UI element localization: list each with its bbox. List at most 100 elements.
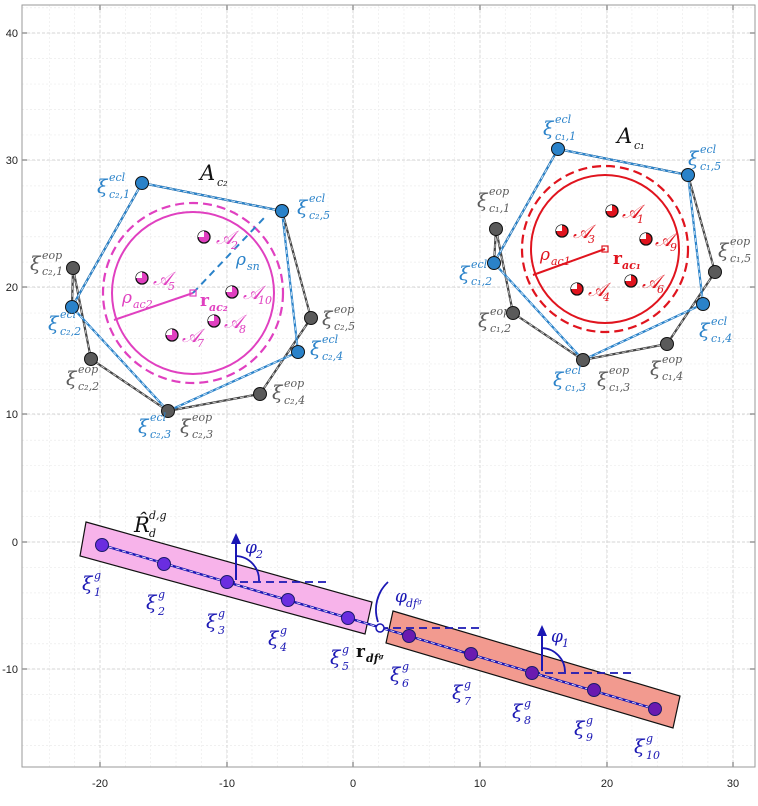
route-waypoint-label: ξ <box>82 573 94 595</box>
svg-text:ρ: ρ <box>121 288 132 308</box>
c1-eop-vertex <box>660 337 674 351</box>
svg-text:eop: eop <box>78 363 98 376</box>
svg-text:ξ: ξ <box>718 240 730 262</box>
route-waypoint <box>648 702 662 716</box>
svg-text:eop: eop <box>609 364 629 377</box>
c1-ecl-label: ξ ecl c₁,5 <box>688 143 721 173</box>
c1-ecl-label: ξ ecl c₁,2 <box>459 258 492 288</box>
svg-text:A: A <box>615 124 632 148</box>
phi1-indicator: φ 1 <box>532 625 636 674</box>
svg-text:ac2: ac2 <box>133 298 153 311</box>
svg-text:ecl: ecl <box>711 315 728 328</box>
axes-frame <box>21 4 756 768</box>
route-waypoint-sup: g <box>646 732 653 745</box>
svg-text:c₂,5: c₂,5 <box>309 209 330 222</box>
x-tick-label: 20 <box>601 778 613 790</box>
svg-text:2: 2 <box>230 239 238 252</box>
svg-text:c₁,4: c₁,4 <box>662 370 683 383</box>
svg-text:ξ: ξ <box>688 148 700 170</box>
svg-text:9: 9 <box>670 241 677 254</box>
route-waypoint-label: ξ <box>512 701 524 723</box>
c1-ecl-vertex <box>487 256 501 270</box>
svg-text:ecl: ecl <box>322 333 339 346</box>
c2-ecl-label: ξ ecl c₂,5 <box>297 192 330 222</box>
c1-eop-label: ξ eop c₁,2 <box>478 305 511 335</box>
c2-rho-line <box>113 292 194 321</box>
c2-agent: 𝒜 10 <box>225 282 272 307</box>
route-waypoint-sup: g <box>464 678 471 691</box>
route-waypoint <box>402 629 416 643</box>
svg-text:ξ: ξ <box>30 253 42 275</box>
svg-text:2: 2 <box>255 548 263 561</box>
c2-eop-label: ξ eop c₂,5 <box>322 303 355 333</box>
svg-text:8: 8 <box>239 323 246 336</box>
phidf-indicator: φ dfᵍ <box>375 581 484 633</box>
svg-text:r: r <box>613 249 623 269</box>
route-waypoint-label: ξ <box>206 611 218 633</box>
c1-eop-label: ξ eop c₁,1 <box>477 185 510 215</box>
svg-text:eop: eop <box>284 377 304 390</box>
svg-text:R̂: R̂ <box>133 513 150 537</box>
svg-text:c₂,5: c₂,5 <box>334 320 355 333</box>
c2-center-label: r ac₂ <box>200 291 228 314</box>
svg-text:ecl: ecl <box>700 143 717 156</box>
c1-ecl-vertex <box>551 142 565 156</box>
c2-eop-label: ξ eop c₂,2 <box>66 363 99 393</box>
svg-text:ξ: ξ <box>297 197 309 219</box>
svg-text:c₂,3: c₂,3 <box>192 428 213 441</box>
route-waypoint <box>157 557 171 571</box>
svg-text:ac₂: ac₂ <box>209 301 228 314</box>
c2-rho-sn-label: ρ sn <box>235 250 260 273</box>
svg-text:c₁,3: c₁,3 <box>609 381 630 394</box>
rdf-label: r dfᵍ <box>356 642 384 665</box>
c2-agent: 𝒜 5 <box>135 268 177 293</box>
route-waypoint-sup: g <box>218 607 225 620</box>
svg-text:eop: eop <box>489 185 509 198</box>
c1-ecl-label: ξ ecl c₁,3 <box>553 364 586 394</box>
c2-ecl-vertex <box>275 204 289 218</box>
svg-text:c₁,1: c₁,1 <box>555 130 576 143</box>
route-waypoint-label: ξ <box>634 736 646 758</box>
c1-agent: 𝒜 6 <box>624 271 666 296</box>
y-tick-label: 20 <box>6 282 18 294</box>
svg-text:ξ: ξ <box>97 176 109 198</box>
c1-eop-vertex <box>506 306 520 320</box>
svg-text:r: r <box>356 642 366 662</box>
svg-text:eop: eop <box>192 411 212 424</box>
cluster-c2: 𝒜 2 𝒜 5 𝒜 10 𝒜 8 𝒜 7 A <box>30 161 355 441</box>
svg-text:A: A <box>198 161 215 185</box>
c1-eop-label: ξ eop c₁,4 <box>650 353 683 383</box>
svg-text:c₂,1: c₂,1 <box>109 188 130 201</box>
svg-text:ξ: ξ <box>650 358 662 380</box>
route-waypoint-index: 2 <box>157 605 165 618</box>
c2-eop-label: ξ eop c₂,4 <box>272 377 305 407</box>
svg-text:φ: φ <box>551 627 563 647</box>
route: φ 2 φ 1 φ dfᵍ r dfᵍ R̂ d,g d ξ <box>79 509 681 762</box>
svg-text:ac1: ac1 <box>551 255 571 268</box>
grid <box>22 5 755 767</box>
route-waypoint-index: 10 <box>646 749 660 762</box>
svg-text:c₂,3: c₂,3 <box>150 428 171 441</box>
svg-text:dfᵍ: dfᵍ <box>366 652 384 665</box>
x-tick-label: 30 <box>727 778 739 790</box>
c1-ecl-label: ξ ecl c₁,4 <box>699 315 732 345</box>
svg-text:c₂,2: c₂,2 <box>60 325 81 338</box>
svg-text:d: d <box>149 527 156 540</box>
svg-text:ξ: ξ <box>48 313 60 335</box>
c2-eop-vertex <box>84 352 98 366</box>
c1-eop-label: ξ eop c₁,5 <box>718 235 751 265</box>
route-waypoint-sup: g <box>158 588 165 601</box>
phi2-indicator: φ 2 <box>227 533 330 583</box>
svg-text:ξ: ξ <box>478 310 490 332</box>
svg-text:5: 5 <box>168 280 175 293</box>
route-waypoint-label: ξ <box>330 647 342 669</box>
svg-text:eop: eop <box>730 235 750 248</box>
c2-rho-label: ρ ac2 <box>121 288 153 311</box>
c1-rho-line <box>532 248 606 276</box>
c1-agent: 𝒜 3 <box>555 221 597 246</box>
route-waypoint <box>341 611 355 625</box>
c2-ecl-label: ξ ecl c₂,4 <box>310 333 343 363</box>
route-title: R̂ d,g d <box>133 509 167 540</box>
c2-eop-label: ξ eop c₂,3 <box>180 411 213 441</box>
